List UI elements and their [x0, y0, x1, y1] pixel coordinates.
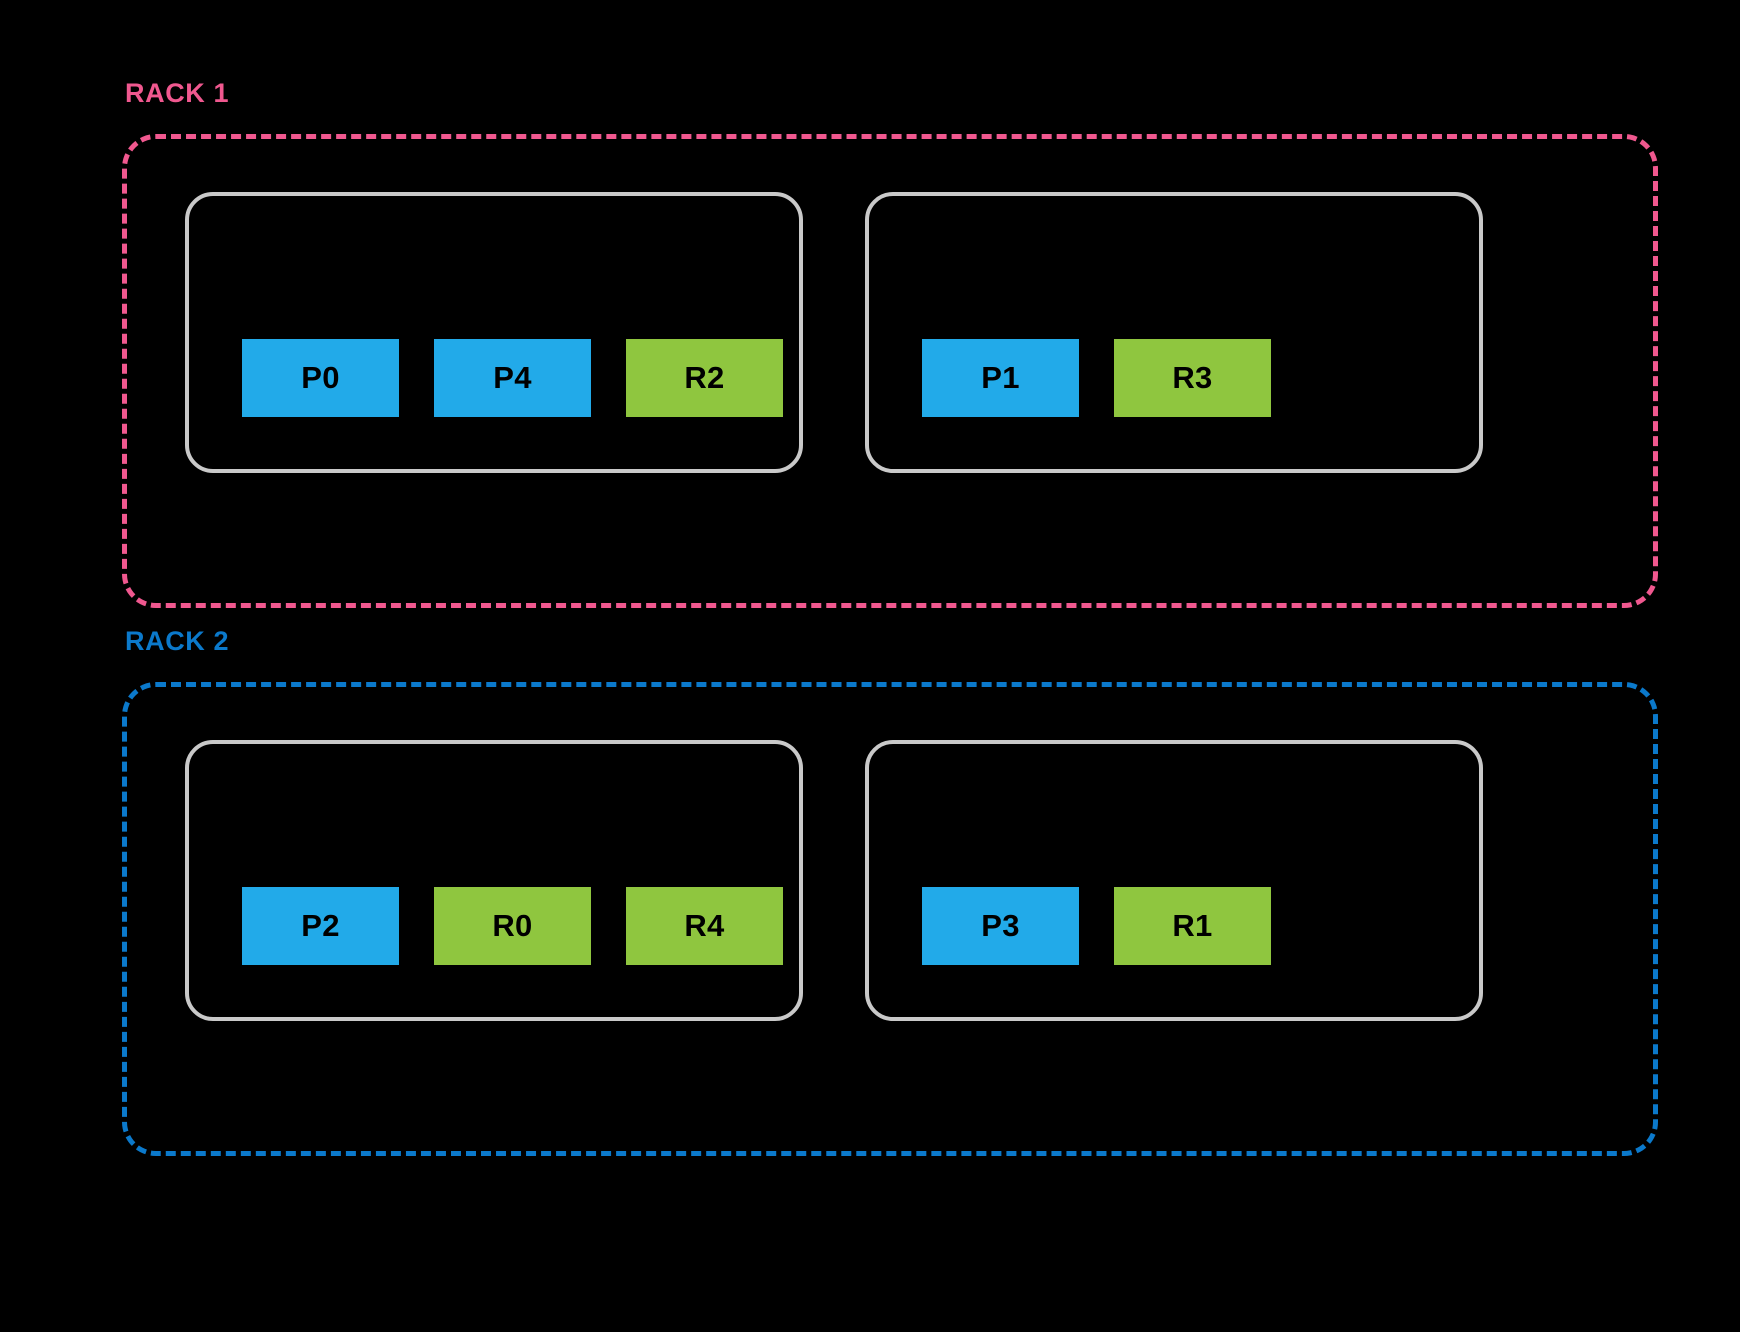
rack-1-node-1[interactable]: P0 P4 R2 [185, 192, 803, 473]
rack-2-container: P2 R0 R4 P3 R1 [122, 682, 1658, 1156]
rack-1-label: RACK 1 [125, 78, 230, 108]
rack-2-node-row: P2 R0 R4 P3 R1 [127, 687, 1653, 1151]
rack-1-node-2[interactable]: P1 R3 [865, 192, 1483, 473]
chip-p4[interactable]: P4 [434, 338, 591, 417]
rack-1-container: P0 P4 R2 P1 R3 [122, 134, 1658, 608]
chip-p3[interactable]: P3 [922, 886, 1079, 965]
chip-p2[interactable]: P2 [242, 886, 399, 965]
rack-1-node-row: P0 P4 R2 P1 R3 [127, 139, 1653, 603]
chip-r4[interactable]: R4 [626, 886, 783, 965]
rack-2-label: RACK 2 [125, 626, 230, 656]
rack-group-1: RACK 1 P0 P4 R2 P1 R3 [122, 80, 1658, 608]
rack-2-node-1[interactable]: P2 R0 R4 [185, 740, 803, 1021]
chip-p0[interactable]: P0 [242, 338, 399, 417]
chip-r2[interactable]: R2 [626, 338, 783, 417]
rack-2-node-2[interactable]: P3 R1 [865, 740, 1483, 1021]
chip-r1[interactable]: R1 [1114, 886, 1271, 965]
chip-r3[interactable]: R3 [1114, 338, 1271, 417]
chip-p1[interactable]: P1 [922, 338, 1079, 417]
rack-group-2: RACK 2 P2 R0 R4 P3 R1 [122, 628, 1658, 1156]
chip-r0[interactable]: R0 [434, 886, 591, 965]
